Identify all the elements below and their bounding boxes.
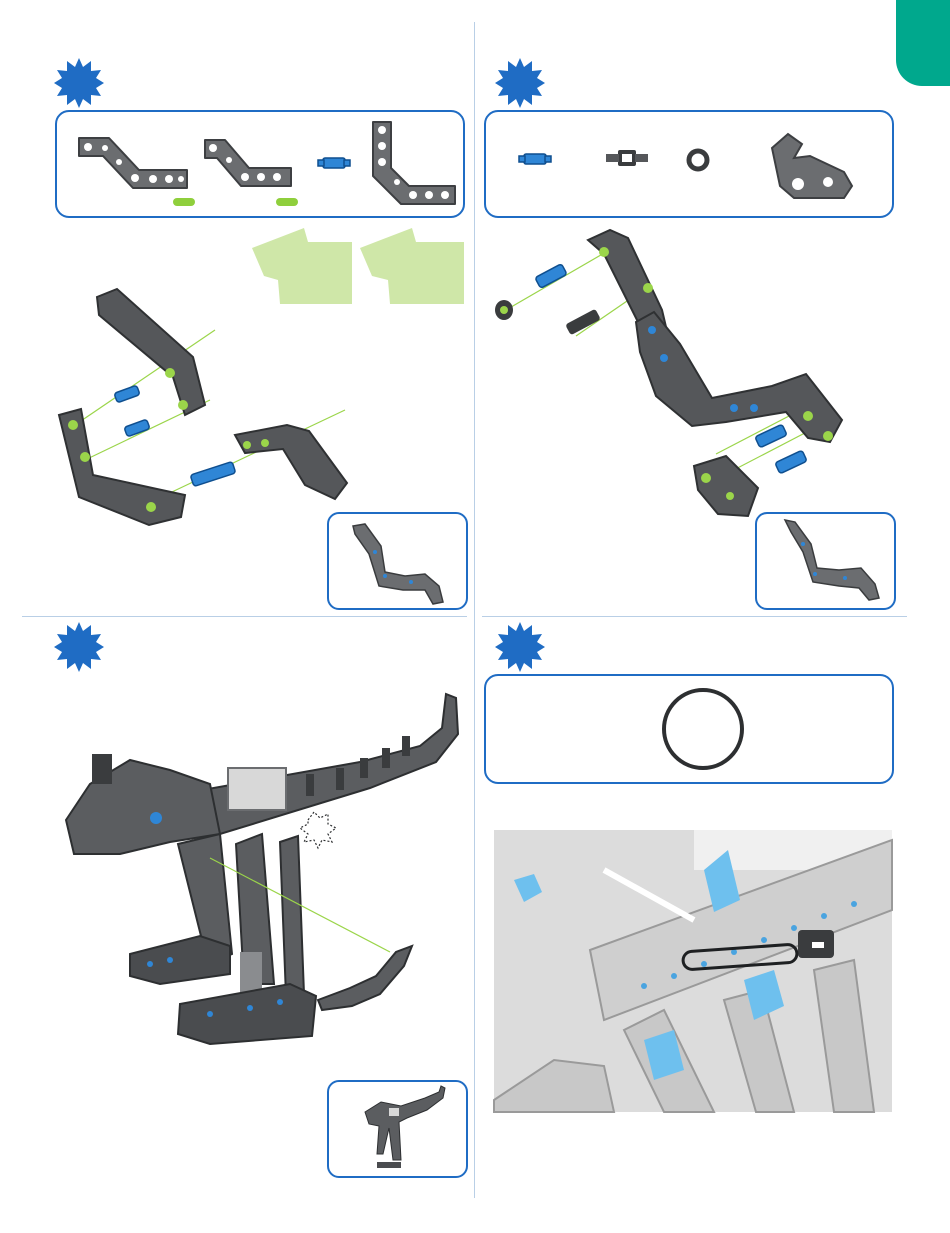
connector-pin-icon [518,150,552,168]
step-4-closeup-illustration [494,830,892,1112]
step-2-preview-inset [755,512,896,610]
step-1-preview-inset [327,512,468,610]
step-2-parts-box [484,110,894,218]
shaft-lock-pin-icon [604,148,650,168]
step-3-badge-icon [54,622,104,677]
hook-plate-icon [764,126,858,202]
part-highlight-bar [276,198,298,206]
connector-pin-icon [190,461,236,486]
step-1-assembly-illustration [55,285,355,535]
horizontal-divider-right [482,616,907,617]
step-2-badge-icon [495,58,545,113]
connector-pin-icon [317,154,351,172]
step-4-parts-box [484,674,894,784]
bent-beam-short-icon [197,132,297,196]
bent-beam-long-icon [69,126,194,196]
horizontal-divider-left [22,616,467,617]
rubber-band-icon [658,684,748,774]
step-4-badge-icon [495,622,545,677]
step-1-parts-box [55,110,465,218]
connector-pin-icon [114,385,140,403]
bent-beam-l-icon [367,116,459,208]
vertical-divider [474,22,475,1198]
section-tab [896,0,950,86]
step-2-assembly-illustration [486,226,866,526]
connector-pin-icon [124,419,150,437]
step-1-badge-icon [54,58,104,113]
part-highlight-bar [173,198,195,206]
rubber-washer-icon [686,148,710,172]
dinosaur-model-illustration [60,684,470,1054]
step-3-preview-inset [327,1080,468,1178]
